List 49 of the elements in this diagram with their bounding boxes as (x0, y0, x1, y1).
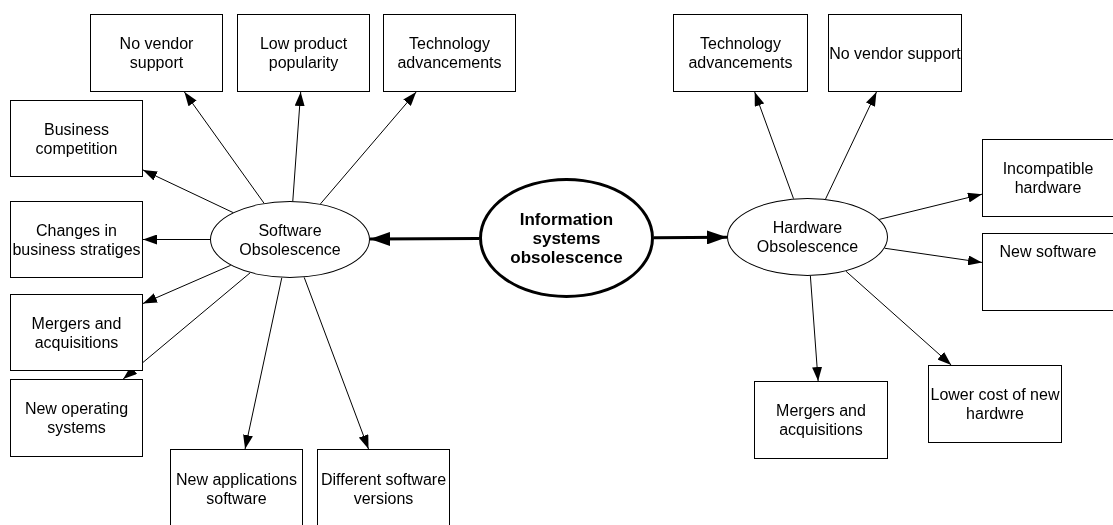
node-label: Business competition (34, 119, 119, 158)
cause-box (170, 449, 303, 525)
cause-box (828, 14, 962, 92)
cause-box (10, 294, 143, 371)
cause-box (928, 365, 1062, 443)
node-label: Mergers and acquisitions (30, 313, 123, 352)
node-label: New software (999, 242, 1097, 261)
arrow (303, 276, 369, 450)
arrow (370, 231, 479, 246)
arrow (122, 272, 251, 380)
arrow (845, 270, 952, 366)
node-label: New operating systems (23, 399, 130, 437)
node-label: Low product popularity (258, 34, 349, 72)
node-label: Information systems obsolescence (509, 209, 624, 267)
arrow (142, 234, 211, 245)
node-label: Hardware Obsolescence (755, 218, 860, 256)
cause-box (673, 14, 808, 92)
node-label: Lower cost of new hardwre (929, 385, 1061, 423)
node-label: No vendor support (118, 34, 195, 72)
arrow (243, 277, 283, 450)
cause-box (383, 14, 516, 92)
node-label: Changes in business stratiges (11, 220, 142, 259)
arrow (142, 264, 232, 305)
node-label: No vendor support (829, 43, 961, 63)
cause-box (10, 201, 143, 278)
node-label: Technology advancements (687, 34, 794, 72)
node-label: Software Obsolescence (238, 220, 342, 259)
arrow (825, 91, 877, 200)
cause-box (754, 381, 888, 459)
cause-box (317, 449, 450, 525)
arrow (142, 169, 234, 213)
arrow (884, 247, 983, 266)
cause-box (237, 14, 370, 92)
arrow (878, 192, 983, 220)
node-label: Incompatible hardware (1001, 159, 1095, 197)
node-label: Technology advancements (396, 34, 503, 72)
arrow (319, 91, 417, 205)
cause-box (10, 379, 143, 457)
arrow (292, 91, 305, 202)
arrow (654, 230, 727, 245)
cause-box (90, 14, 223, 92)
node-label: Different software versions (319, 470, 448, 508)
arrow (809, 275, 823, 382)
cause-box (982, 233, 1113, 311)
arrow (754, 91, 794, 200)
cause-box (10, 100, 143, 177)
node-label: Mergers and acquisitions (775, 401, 867, 439)
node-label: New applications software (175, 470, 298, 508)
cause-box (982, 139, 1113, 217)
